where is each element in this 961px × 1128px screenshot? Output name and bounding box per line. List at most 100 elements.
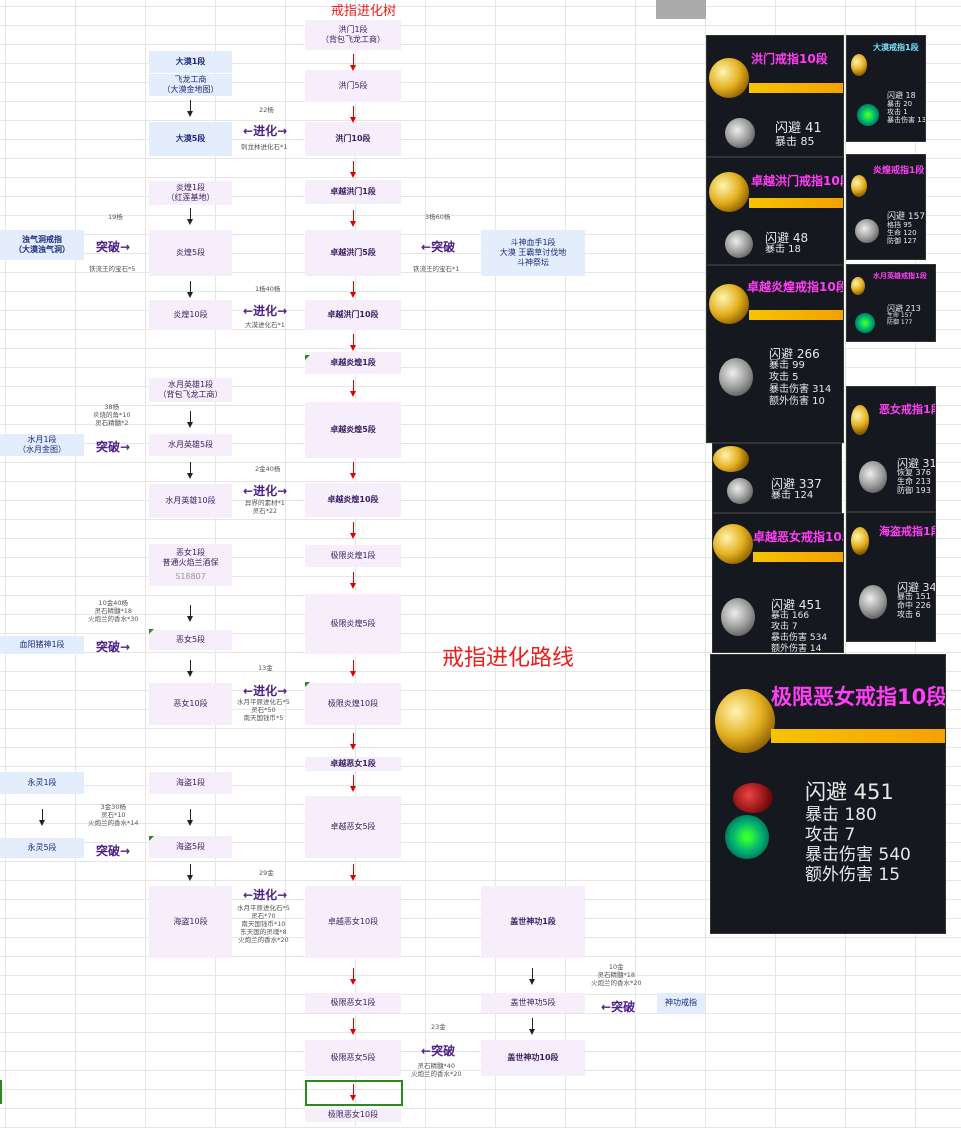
left-node-label: 炎煌10段	[173, 310, 208, 319]
left-node[interactable]: 恶女10段	[149, 683, 232, 725]
center-node-label: 极限炎煌5段	[330, 619, 376, 628]
down-arrow-icon	[350, 210, 356, 227]
gem-icon	[725, 815, 769, 859]
left-node[interactable]: 炎煌1段 （红莲基地）	[149, 181, 232, 205]
left-node-label: 飞龙工商	[174, 75, 207, 84]
left-node[interactable]: 炎煌10段	[149, 300, 232, 330]
center-node[interactable]: 卓越炎煌5段	[305, 402, 401, 458]
far-left-node[interactable]: 浊气洞戒指 （大漠浊气洞）	[0, 230, 84, 260]
stat-line: 攻击 5	[769, 372, 799, 383]
gem-icon	[721, 598, 755, 636]
far-left-node[interactable]: 血阳猪神1段	[0, 636, 84, 654]
stat-line: 额外伤害 15	[805, 865, 901, 885]
cost-note-line: 灵石*70	[251, 912, 276, 920]
evolve-op: ←进化→	[243, 124, 288, 138]
left-node[interactable]: 水月英雄10段	[149, 484, 232, 518]
center-node[interactable]: 卓越炎煌1段	[305, 352, 401, 374]
cost-note-line: 南天国钱币*5	[243, 714, 284, 722]
center-node[interactable]: 极限恶女10段	[305, 1108, 401, 1122]
right-node[interactable]: 盖世神功5段	[481, 993, 585, 1013]
left-node[interactable]: 炎煌5段	[149, 230, 232, 276]
left-node[interactable]: 海盗1段	[149, 772, 232, 794]
center-node[interactable]: 卓越炎煌10段	[305, 483, 401, 517]
center-node[interactable]: 洪门1段 （背包飞龙工商）	[305, 20, 401, 50]
cost-note: 23金	[431, 1023, 446, 1031]
cost-note-line: 灵石精髓*2	[95, 419, 129, 427]
cost-note-line: 火炮兰的香水*20	[591, 979, 642, 987]
center-node[interactable]: 洪门5段	[305, 70, 401, 102]
left-node[interactable]: 水月英雄5段	[149, 434, 232, 456]
breakthrough-label: 突破	[96, 440, 121, 454]
down-arrow-icon	[350, 660, 356, 677]
left-node[interactable]: 海盗5段	[149, 836, 232, 858]
center-node-label: 洪门5段	[338, 81, 368, 90]
stat-line: 额外伤害 10	[769, 396, 825, 407]
selected-cell[interactable]	[305, 1080, 403, 1106]
far-left-node-sub: （大漠浊气洞）	[14, 245, 70, 254]
center-node[interactable]: 卓越洪门5段	[305, 230, 401, 276]
cost-note-line: 10金40杨	[98, 599, 129, 607]
center-node[interactable]: 极限炎煌10段	[305, 683, 401, 725]
down-arrow-icon	[39, 809, 45, 826]
left-node[interactable]: 恶女5段	[149, 630, 232, 650]
stat-line: 暴击 151	[897, 592, 931, 601]
ring-icon	[713, 524, 753, 564]
left-node[interactable]: 大漠1段	[149, 51, 232, 73]
gray-cell[interactable]	[656, 0, 706, 19]
far-left-node[interactable]: 永灵5段	[0, 838, 84, 858]
stat-main: 闪避 451	[805, 780, 894, 804]
far-left-node[interactable]: 水月1段 （水月金图）	[0, 434, 84, 456]
center-node-label: 卓越恶女1段	[330, 759, 376, 768]
center-node[interactable]: 卓越恶女5段	[305, 796, 401, 858]
ring-stats: 闪避 337 暴击 124	[771, 478, 822, 502]
cost-note: 29金	[259, 869, 274, 877]
left-node[interactable]: 水月英雄1段 （背包飞龙工商）	[149, 378, 232, 402]
center-node-label: 卓越洪门10段	[327, 310, 379, 319]
cost-note: 铁流王的宝石*1	[413, 265, 459, 273]
right-node[interactable]: 盖世神功10段	[481, 1040, 585, 1076]
right-node-extra: 斗神祭坛	[517, 258, 549, 267]
cost-note-line: 3金30杨	[100, 803, 126, 811]
left-node[interactable]: 大漠5段	[149, 122, 232, 156]
ring-card: 海盗戒指1段 闪避 343 暴击 151 命中 226 攻击 6	[846, 512, 936, 642]
center-node[interactable]: 洪门10段	[305, 122, 401, 156]
cost-note: 10金40杨 灵石精髓*18 火炮兰的香水*30	[88, 599, 139, 623]
ring-name: 卓越恶女戒指10段	[753, 530, 844, 544]
stat-line: 暴击 166	[771, 611, 810, 621]
left-node[interactable]: 飞龙工商 （大漠金地图）	[149, 74, 232, 96]
stat-line: 防御 127	[887, 237, 917, 245]
stat-main: 闪避 343	[897, 581, 936, 594]
down-arrow-icon	[350, 1018, 356, 1035]
stat-main: 闪避 337	[771, 477, 822, 491]
right-node[interactable]: 斗神血手1段 大漠 王霸草讨伐地 斗神祭坛	[481, 230, 585, 276]
stat-main: 闪避 317	[897, 457, 936, 470]
far-left-node[interactable]: 永灵1段	[0, 772, 84, 794]
stat-main: 闪避 157	[887, 212, 926, 222]
left-node[interactable]: 海盗10段	[149, 886, 232, 958]
cost-note: 大漠进化石*1	[245, 321, 285, 329]
center-node[interactable]: 极限炎煌5段	[305, 594, 401, 654]
down-arrow-icon	[350, 380, 356, 397]
right-node[interactable]: 神功戒指	[657, 993, 705, 1013]
cost-note-line: 灵石*10	[101, 811, 126, 819]
center-node[interactable]: 卓越洪门10段	[305, 300, 401, 330]
left-node-label: 海盗1段	[175, 778, 206, 787]
cost-note-line: 炎烧的角*10	[93, 411, 131, 419]
right-node[interactable]: 盖世神功1段	[481, 886, 585, 958]
stat-line: 生命 120	[887, 229, 917, 237]
stat-line: 攻击 7	[771, 622, 798, 632]
breakthrough-op: ←突破	[601, 1000, 636, 1014]
ring-icon	[851, 277, 865, 295]
center-node[interactable]: 卓越恶女10段	[305, 886, 401, 958]
left-node-label: 大漠1段	[175, 57, 206, 66]
center-node-label: 极限炎煌10段	[327, 699, 379, 708]
center-node[interactable]: 卓越洪门1段	[305, 180, 401, 204]
cost-note-line: 刺龙林进化石*1	[241, 143, 288, 151]
cost-note: 异界的素材*1 灵石*22	[245, 499, 285, 515]
ring-card: 卓越洪门戒指10段 闪避 48 暴击 18	[706, 157, 844, 265]
center-node[interactable]: 极限恶女5段	[305, 1040, 401, 1076]
center-node[interactable]: 极限炎煌1段	[305, 545, 401, 567]
left-node[interactable]: 恶女1段 普通火焰兰酒保 S18807	[149, 544, 232, 586]
center-node[interactable]: 极限恶女1段	[305, 993, 401, 1013]
center-node[interactable]: 卓越恶女1段	[305, 757, 401, 771]
